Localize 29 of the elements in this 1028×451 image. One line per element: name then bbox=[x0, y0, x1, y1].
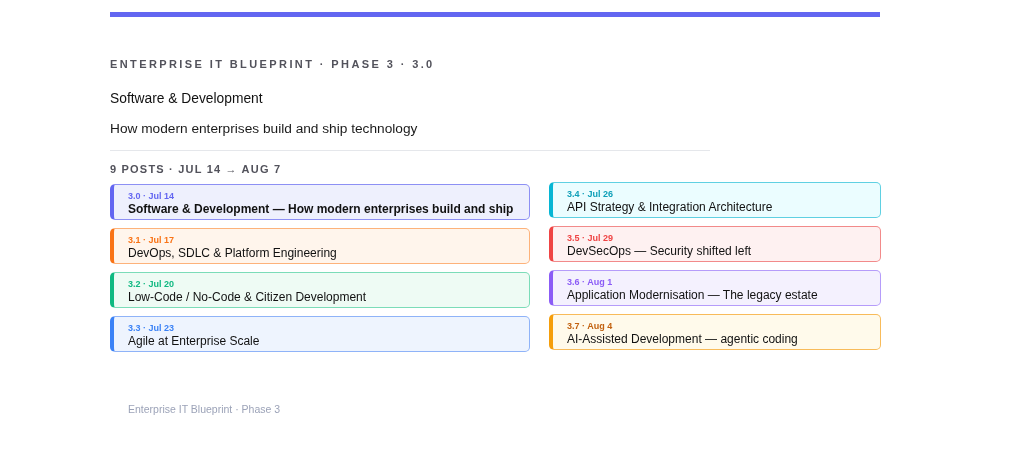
post-card bbox=[110, 184, 530, 220]
post-card bbox=[549, 270, 881, 306]
post-card bbox=[110, 272, 530, 308]
post-meta: 3.6 · Aug 1 bbox=[567, 276, 614, 288]
post-count: 9 POSTS · JUL 14 → AUG 7 bbox=[110, 162, 282, 176]
post-card bbox=[549, 182, 881, 218]
post-title: DevOps, SDLC & Platform Engineering bbox=[128, 246, 338, 261]
post-card bbox=[110, 228, 530, 264]
subtitle: How modern enterprises build and ship technology bbox=[110, 121, 418, 137]
post-meta: 3.3 · Jul 23 bbox=[128, 322, 176, 334]
post-card bbox=[549, 314, 881, 350]
post-title: AI-Assisted Development — agentic coding bbox=[567, 332, 799, 347]
post-title: Low-Code / No-Code & Citizen Development bbox=[128, 290, 368, 305]
footer-text: Enterprise IT Blueprint · Phase 3 bbox=[128, 402, 281, 416]
post-meta: 3.2 · Jul 20 bbox=[128, 278, 176, 290]
post-meta: 3.0 · Jul 14 bbox=[128, 190, 176, 202]
post-title: Application Modernisation — The legacy estate bbox=[567, 288, 819, 303]
post-meta: 3.5 · Jul 29 bbox=[567, 232, 615, 244]
post-title: API Strategy & Integration Architecture bbox=[567, 200, 774, 215]
post-card bbox=[110, 316, 530, 352]
post-meta: 3.7 · Aug 4 bbox=[567, 320, 614, 332]
post-meta: 3.4 · Jul 26 bbox=[567, 188, 615, 200]
post-title: Software & Development — How modern enterprises build and ship bbox=[128, 202, 515, 217]
eyebrow-text: ENTERPRISE IT BLUEPRINT · PHASE 3 · 3.0 bbox=[110, 57, 435, 71]
post-title: Agile at Enterprise Scale bbox=[128, 334, 261, 349]
post-card bbox=[549, 226, 881, 262]
post-meta: 3.1 · Jul 17 bbox=[128, 234, 176, 246]
page-title: Software & Development bbox=[110, 91, 263, 107]
post-title: DevSecOps — Security shifted left bbox=[567, 244, 753, 259]
